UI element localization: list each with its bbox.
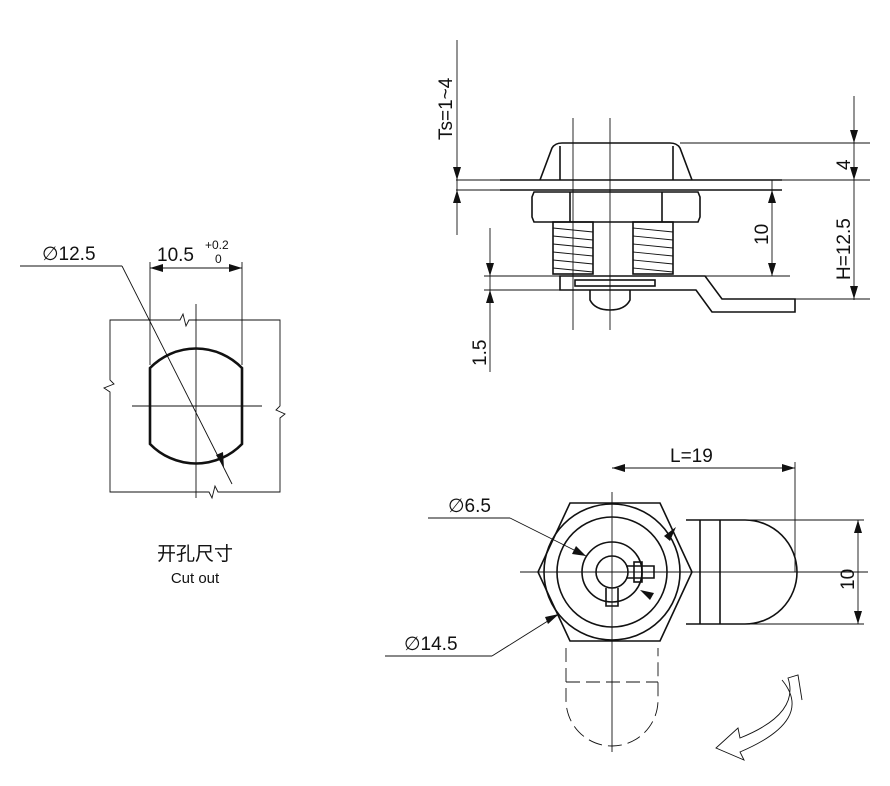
- dim4-label: 4: [834, 159, 855, 170]
- hex-nut: [531, 191, 701, 223]
- cutout-caption-en: Cut out: [171, 570, 220, 587]
- lock-head: [539, 142, 693, 181]
- tongue-phantom: [565, 648, 659, 747]
- front-view: L=19 10 ∅6.5 ∅14.5: [385, 446, 868, 761]
- d65-arrow: [572, 546, 586, 556]
- dimH-arrow-bottom: [850, 286, 858, 299]
- dim15-arrow-bottom: [486, 290, 494, 303]
- cam-washer: [574, 279, 656, 287]
- cutout-tol-upper: +0.2: [205, 238, 229, 252]
- dim15-label: 1.5: [470, 340, 491, 366]
- dimF10-arrow-top: [854, 520, 862, 533]
- dimL-arrow-left: [612, 464, 625, 472]
- thread-right: [632, 221, 674, 275]
- front-dim10-label: 10: [838, 569, 859, 590]
- cutout-d-hole: [148, 347, 244, 465]
- rotation-arrow: [715, 674, 803, 761]
- d145-arrow-2: [664, 527, 676, 541]
- length-label: L=19: [670, 446, 713, 467]
- d65-arrow-2: [640, 590, 654, 600]
- dim10-arrow-top: [768, 190, 776, 203]
- dim15-arrow-top: [486, 263, 494, 276]
- cutout-width-arrow-left: [150, 264, 163, 272]
- cutout-diameter-arrow: [216, 452, 224, 468]
- ts-arrow-bottom: [453, 190, 461, 203]
- inner-diameter-label: ∅6.5: [448, 496, 491, 517]
- dim4-arrow-top: [850, 130, 858, 143]
- cutout-view: 10.5 +0.2 0 ∅12.5 开孔尺寸 Cut out: [20, 238, 286, 587]
- cutout-width-label: 10.5: [157, 245, 194, 266]
- cam-arm: [559, 275, 796, 313]
- cutout-diameter-label: ∅12.5: [42, 244, 96, 265]
- height-label: H=12.5: [834, 218, 855, 280]
- ts-label: Ts=1~4: [436, 77, 457, 140]
- dim10-label: 10: [752, 224, 773, 245]
- outer-diameter-label: ∅14.5: [404, 634, 458, 655]
- dimL-arrow-right: [782, 464, 795, 472]
- d65-leader: [509, 517, 587, 557]
- ts-arrow-top: [453, 167, 461, 180]
- dimF10-arrow-bottom: [854, 611, 862, 624]
- dim10-arrow-bottom: [768, 263, 776, 276]
- cutout-width-arrow-right: [229, 264, 242, 272]
- cutout-caption-cn: 开孔尺寸: [157, 543, 233, 565]
- side-view: Ts=1~4 4 H=12.5 10 1.5: [436, 40, 870, 372]
- cutout-diameter-leader: [121, 265, 233, 485]
- cutout-panel-outline: [103, 312, 286, 500]
- d145-arrow: [545, 614, 559, 624]
- cutout-tol-lower: 0: [215, 252, 222, 266]
- dim4-arrow-bottom: [850, 167, 858, 180]
